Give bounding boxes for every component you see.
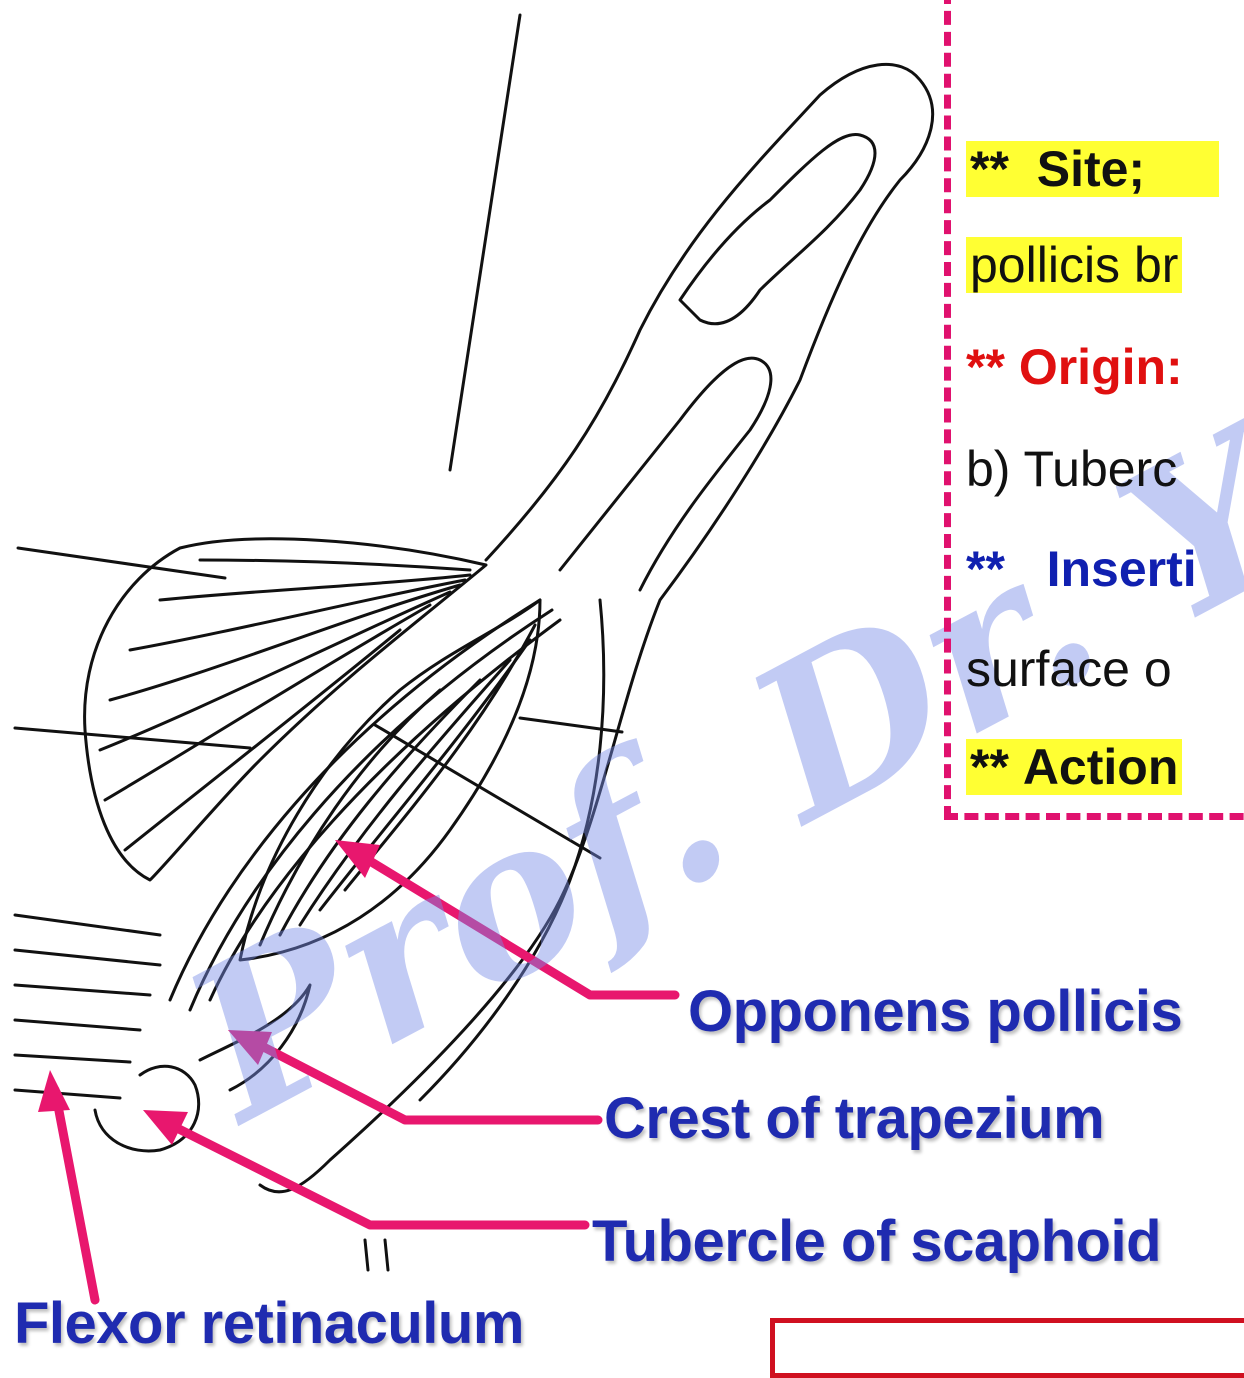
origin-label: Origin: [1019, 339, 1183, 395]
action-line: ** Action [966, 738, 1182, 796]
label-flexor-retinaculum: Flexor retinaculum [14, 1290, 524, 1357]
label-tubercle-of-scaphoid: Tubercle of scaphoid [592, 1208, 1161, 1275]
site-stars: ** [970, 141, 1009, 197]
action-stars: ** [970, 739, 1009, 795]
arrow-flexor [55, 1090, 95, 1300]
site-continuation: pollicis br [966, 236, 1182, 294]
scaphoid-outline [95, 1066, 199, 1151]
origin-text: b) Tuberc [966, 441, 1177, 497]
insertion-text: surface o [966, 641, 1172, 697]
label-opponens-pollicis: Opponens pollicis [688, 978, 1182, 1045]
distal-phalanx [680, 134, 875, 323]
arrow-tubercle [165, 1122, 585, 1225]
retinaculum-line-1 [15, 915, 160, 935]
site-continuation-text: pollicis br [966, 237, 1182, 293]
insertion-text-line: surface o [966, 640, 1172, 698]
insertion-line: ** Inserti [966, 540, 1197, 598]
label-crest-of-trapezium: Crest of trapezium [604, 1085, 1104, 1152]
origin-stars: ** [966, 339, 1005, 395]
origin-text-line: b) Tuberc [966, 440, 1177, 498]
site-line: ** Site; [966, 140, 1219, 198]
author-box [770, 1318, 1244, 1378]
leader-line-1 [18, 548, 225, 578]
site-label: Site; [1037, 141, 1145, 197]
proximal-phalanx [560, 358, 771, 590]
insertion-stars: ** [966, 541, 1005, 597]
action-label: Action [1023, 739, 1179, 795]
origin-line: ** Origin: [966, 338, 1183, 396]
insertion-label: Inserti [1047, 541, 1197, 597]
retinaculum-line-2 [15, 950, 160, 965]
leader-line-top [450, 15, 520, 470]
